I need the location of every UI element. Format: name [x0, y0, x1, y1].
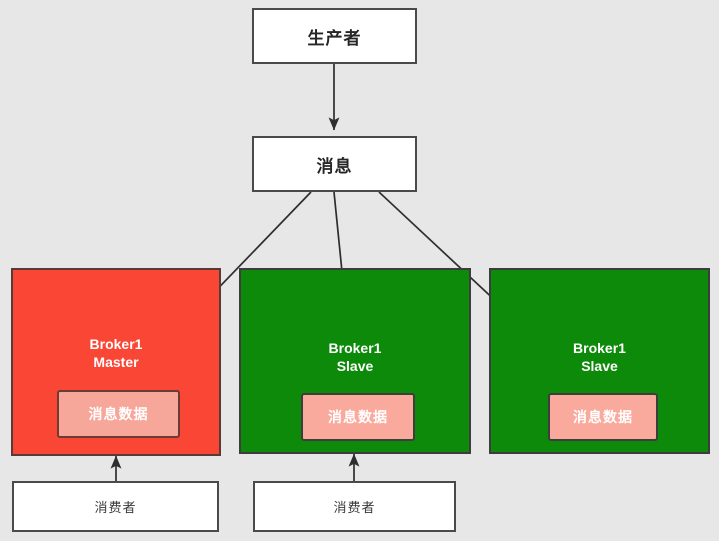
broker-master-data-label: 消息数据 — [88, 406, 149, 422]
broker-slave-2-data-label: 消息数据 — [573, 409, 633, 425]
broker-slave-2-data-box: 消息数据 — [548, 393, 658, 441]
node-message: 消息 — [252, 136, 417, 192]
broker-slave-2-title: Broker1 Slave — [573, 340, 626, 374]
broker-slave-1: Broker1 Slave 消息数据 — [239, 268, 471, 454]
node-producer-label: 生产者 — [307, 28, 362, 48]
node-consumer-2-label: 消费者 — [333, 500, 376, 515]
broker-slave-1-title: Broker1 Slave — [328, 340, 382, 374]
broker-slave-1-data-label: 消息数据 — [328, 409, 388, 425]
node-consumer-1-label: 消费者 — [94, 500, 137, 515]
broker-master: Broker1 Master 消息数据 — [11, 268, 221, 456]
node-consumer-1: 消费者 — [12, 481, 219, 532]
broker-slave-2: Broker1 Slave 消息数据 — [489, 268, 710, 454]
broker-master-title: Broker1 Master — [89, 336, 143, 370]
node-producer: 生产者 — [252, 8, 417, 64]
broker-master-data-box: 消息数据 — [57, 390, 180, 438]
node-message-label: 消息 — [316, 156, 353, 176]
node-consumer-2: 消费者 — [253, 481, 456, 532]
broker-slave-1-data-box: 消息数据 — [301, 393, 415, 441]
